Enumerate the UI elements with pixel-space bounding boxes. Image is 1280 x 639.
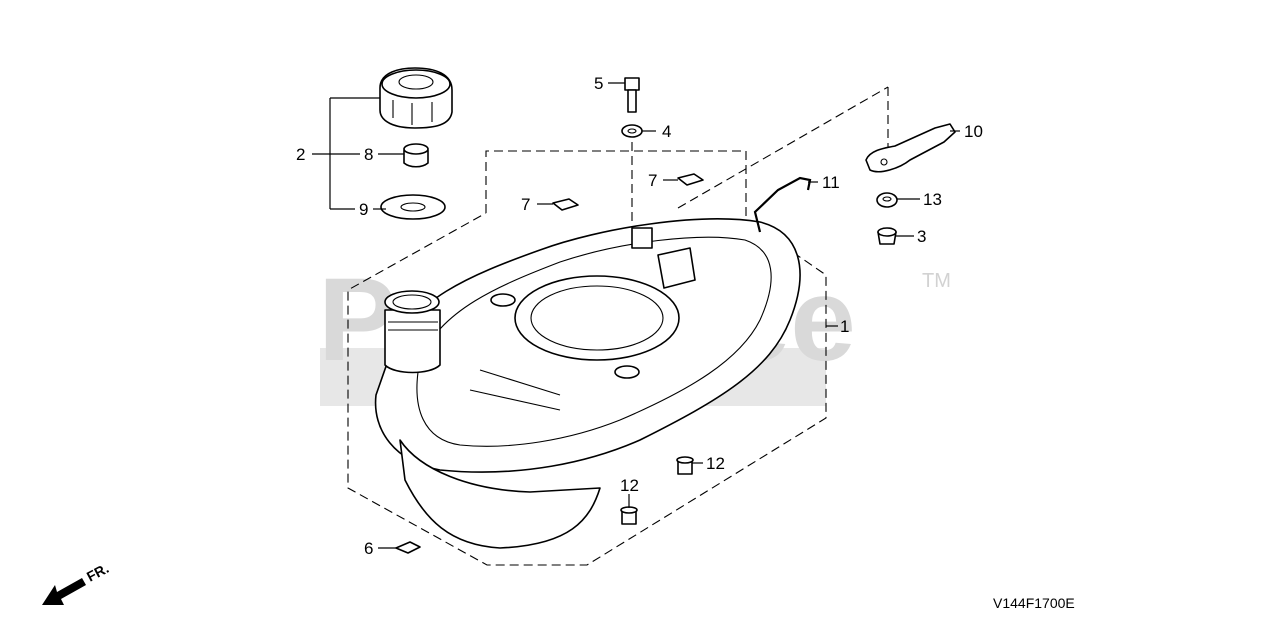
callout-11: 11 bbox=[822, 173, 840, 192]
callout-8: 8 bbox=[364, 145, 373, 164]
cap-insert bbox=[403, 143, 429, 168]
callout-3: 3 bbox=[917, 227, 926, 246]
plugs bbox=[620, 456, 694, 525]
diagram-code: V144F1700E bbox=[993, 595, 1075, 611]
watermark-trademark: TM bbox=[922, 270, 951, 292]
leader-lines bbox=[312, 82, 960, 549]
callout-12b: 12 bbox=[620, 476, 639, 495]
clip bbox=[395, 541, 421, 554]
fuel-cap bbox=[379, 67, 453, 129]
callout-7b: 7 bbox=[648, 171, 657, 190]
grommet bbox=[877, 227, 897, 245]
callout-13: 13 bbox=[923, 190, 942, 209]
front-arrow-icon bbox=[42, 578, 86, 605]
callout-12a: 12 bbox=[706, 454, 725, 473]
washer bbox=[621, 124, 643, 138]
gasket bbox=[380, 194, 446, 220]
collar bbox=[876, 192, 898, 208]
callout-10: 10 bbox=[964, 122, 983, 141]
bolt bbox=[624, 77, 640, 113]
pads bbox=[552, 173, 704, 211]
callouts: 1 2 3 4 5 6 7 7 8 9 10 11 12 12 13 bbox=[296, 74, 983, 558]
bracket bbox=[865, 123, 956, 173]
callout-2: 2 bbox=[296, 145, 305, 164]
callout-9: 9 bbox=[359, 200, 368, 219]
direction-label: FR. bbox=[84, 560, 111, 585]
front-direction-indicator: FR. bbox=[42, 560, 111, 605]
assembly-outline bbox=[347, 86, 889, 566]
callout-6: 6 bbox=[364, 539, 373, 558]
callout-5: 5 bbox=[594, 74, 603, 93]
callout-1: 1 bbox=[840, 317, 849, 336]
callout-4: 4 bbox=[662, 122, 671, 141]
fuel-tank bbox=[374, 218, 801, 549]
callout-7a: 7 bbox=[521, 195, 530, 214]
